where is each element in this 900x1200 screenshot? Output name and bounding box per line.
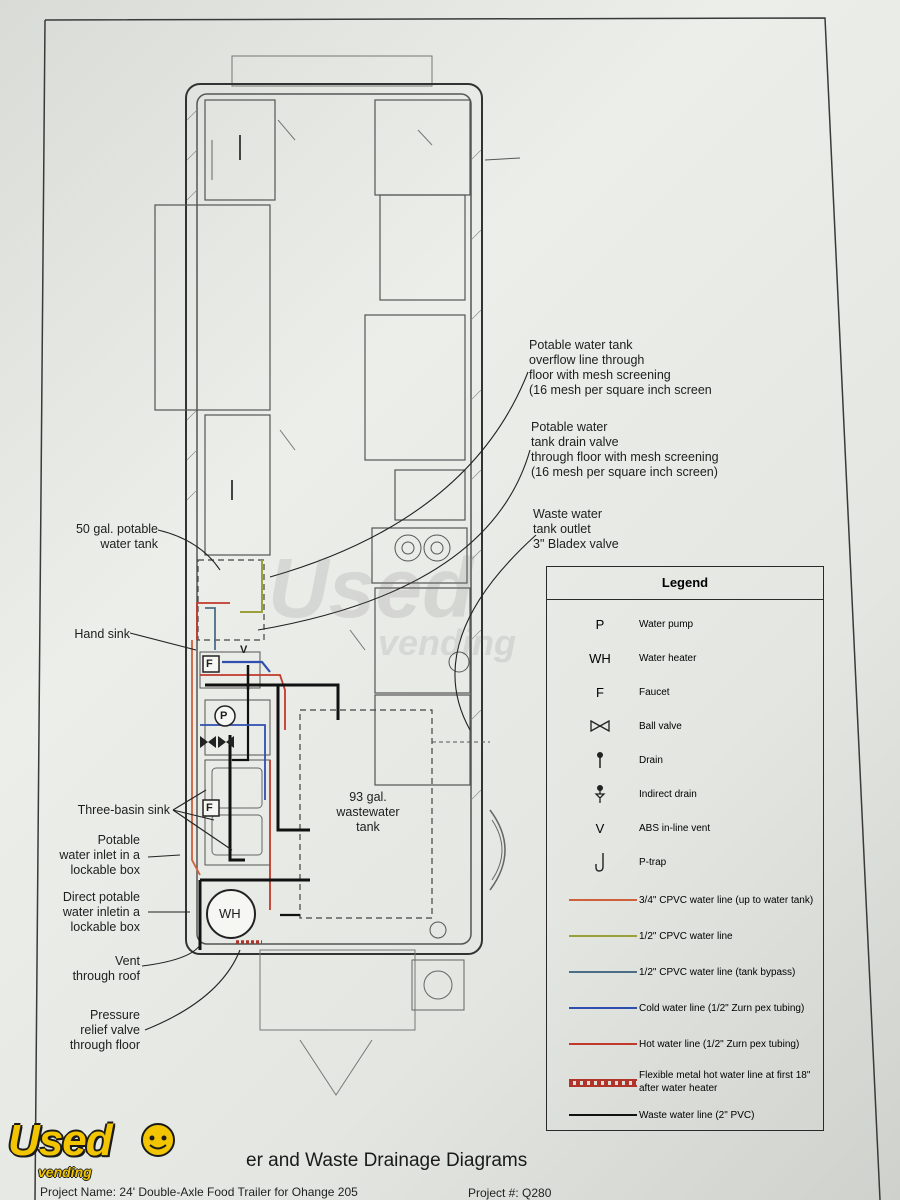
line-swatch bbox=[569, 935, 637, 937]
legend-item-water-pump: P Water pump bbox=[595, 616, 694, 632]
page-title: er and Waste Drainage Diagrams bbox=[246, 1150, 528, 1171]
line-swatch bbox=[569, 1007, 637, 1009]
watermark-sub: vending bbox=[378, 622, 517, 663]
logo-word: Used bbox=[8, 1116, 113, 1165]
legend-item-cpvc-34: 3/4" CPVC water line (up to water tank) bbox=[547, 885, 823, 915]
legend-item-p-trap: P-trap bbox=[547, 847, 823, 877]
logo-sub: vending bbox=[38, 1164, 92, 1180]
legend-title: Legend bbox=[547, 567, 823, 600]
three-basin-sink-callout: Three-basin sink bbox=[77, 803, 170, 817]
water-heater-icon bbox=[206, 889, 256, 939]
legend-item-water-heater: WH Water heater bbox=[589, 650, 697, 666]
legend-item-waste-water: Waste water line (2" PVC) bbox=[547, 1100, 823, 1130]
hand-sink-faucet-label: F bbox=[206, 658, 213, 670]
hand-sink-faucet-icon bbox=[202, 655, 220, 673]
line-swatch bbox=[569, 1043, 637, 1045]
legend-item-indirect-drain: Indirect drain bbox=[547, 779, 823, 809]
legend-item-faucet: F Faucet bbox=[596, 684, 670, 700]
drain-icon bbox=[597, 752, 603, 768]
legend-item-hot-water: Hot water line (1/2" Zurn pex tubing) bbox=[547, 1029, 823, 1059]
heater-label: WH bbox=[219, 906, 241, 921]
project-name: Project Name: 24' Double-Axle Food Trail… bbox=[40, 1185, 358, 1199]
three-basin-faucet-label: F bbox=[206, 802, 213, 814]
indirect-drain-icon bbox=[594, 785, 606, 803]
vent-label: V bbox=[240, 644, 248, 656]
water-pump-icon bbox=[214, 705, 236, 727]
legend-item-cold-water: Cold water line (1/2" Zurn pex tubing) bbox=[547, 993, 823, 1023]
ball-valve-icon bbox=[218, 736, 234, 748]
project-number: Project #: Q280 bbox=[468, 1186, 552, 1200]
pump-label: P bbox=[220, 710, 228, 722]
legend-item-cpvc-bypass: 1/2" CPVC water line (tank bypass) bbox=[547, 957, 823, 987]
ball-valve-icon bbox=[200, 736, 216, 748]
legend-item-vent: V ABS in-line vent bbox=[595, 820, 711, 836]
legend-item-cpvc-12: 1/2" CPVC water line bbox=[547, 921, 823, 951]
dashed-line-swatch bbox=[569, 1079, 637, 1087]
ball-valve-icon bbox=[590, 720, 610, 732]
watermark-word: Used bbox=[268, 541, 474, 635]
p-trap-icon bbox=[595, 853, 604, 872]
legend-item-ball-valve: Ball valve bbox=[547, 711, 823, 741]
line-swatch bbox=[569, 971, 637, 973]
legend-item-flex-metal: Flexible metal hot water line at first 1… bbox=[547, 1067, 823, 1097]
legend-box: Legend P Water pump WH Water heater F Fa… bbox=[546, 566, 824, 1131]
three-basin-faucet-icon bbox=[202, 799, 220, 817]
mascot-icon bbox=[141, 1123, 175, 1157]
used-vending-logo: Used vending bbox=[8, 1116, 188, 1186]
legend-item-drain: Drain bbox=[547, 745, 823, 775]
hand-sink-callout: Hand sink bbox=[74, 627, 130, 641]
line-swatch bbox=[569, 899, 637, 901]
line-swatch bbox=[569, 1114, 637, 1116]
